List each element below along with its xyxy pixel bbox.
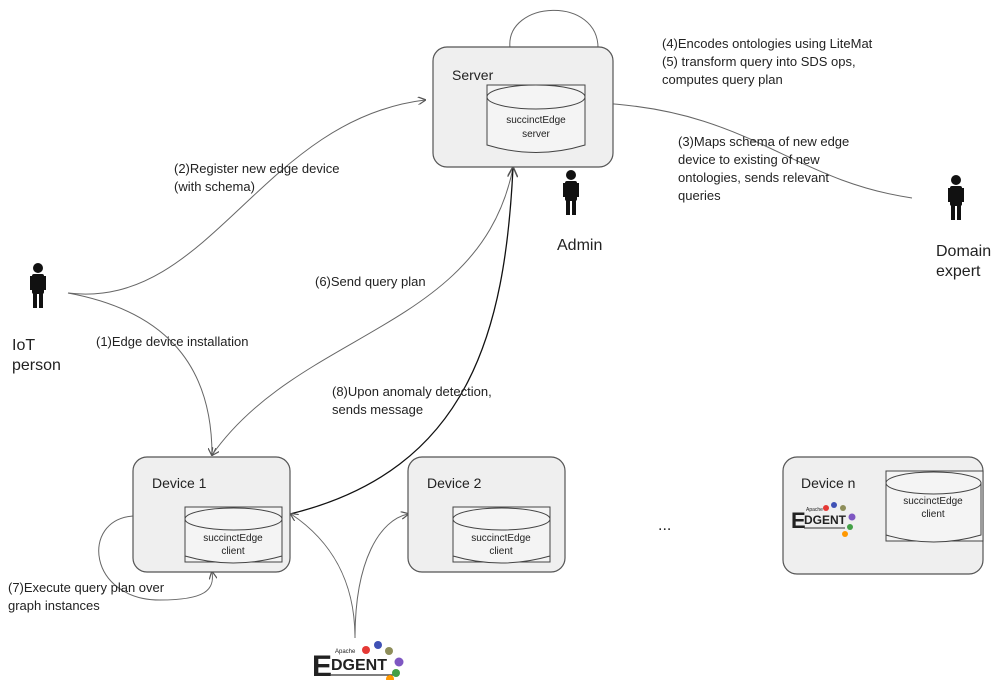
edgent-small-word: DGENT [804,513,847,527]
edge-label-8-line2: sends message [332,402,423,417]
device-n-db-label-2: client [921,509,945,520]
domain-expert-icon [948,175,964,220]
more-devices-ellipsis: ... [658,517,671,534]
server-label: Server [452,67,494,83]
device-1-db-label-1: succinctEdge [203,533,263,544]
edge-register-device [67,100,425,295]
edgent-small-apache: Apache [806,507,823,513]
edge-label-3-line1: (3)Maps schema of new edge [678,134,849,149]
device-n-db-label-1: succinctEdge [903,496,963,507]
server-db-label-2: server [522,129,550,140]
edge-label-2-line2: (with schema) [174,179,255,194]
edge-label-1: (1)Edge device installation [96,334,248,349]
server-node: Server succinctEdge server [432,46,614,168]
edge-label-3-line3: ontologies, sends relevant [678,170,829,185]
device-n-database-icon: succinctEdge client [885,470,984,543]
edge-label-7-line1: (7)Execute query plan over [8,580,165,595]
edge-label-2-line1: (2)Register new edge device [174,161,339,176]
iot-person-label-2: person [12,357,61,374]
edge-execute-query-plan [98,515,213,601]
device-n-node: Device n succinctEdge client E DGENT Apa… [782,456,984,575]
device-1-node: Device 1 succinctEdge client [132,456,291,573]
edge-label-5-line2: computes query plan [662,72,783,87]
edgent-logo-letter: E [312,650,332,680]
edgent-logo-apache: Apache [335,649,356,655]
admin-icon [563,170,579,215]
device-2-database-icon: succinctEdge client [452,506,551,564]
device-2-node: Device 2 succinctEdge client [407,456,566,573]
device-2-db-label-1: succinctEdge [471,533,531,544]
edgent-logo: E DGENT Apache [312,641,404,680]
edgent-small-letter: E [791,508,806,533]
iot-person-icon [30,263,46,308]
edge-label-6: (6)Send query plan [315,274,426,289]
server-db-label-1: succinctEdge [506,115,566,126]
admin-label: Admin [557,237,602,254]
edge-label-5-line1: (5) transform query into SDS ops, [662,54,856,69]
device-1-label: Device 1 [152,475,207,491]
edge-label-3-line4: queries [678,188,721,203]
device-2-db-label-2: client [489,546,513,557]
device-1-db-label-2: client [221,546,245,557]
edge-edgent-device2 [354,514,408,639]
edge-edgent-device1 [291,514,356,639]
domain-expert-label-2: expert [936,263,981,280]
edgent-logo-word: DGENT [331,657,387,674]
edge-label-7-line2: graph instances [8,598,100,613]
edgent-logo-small: E DGENT Apache [791,502,856,537]
edge-send-query-plan [212,167,514,455]
edge-device-installation [67,292,212,455]
edge-label-3-line2: device to existing of new [678,152,820,167]
edge-label-4: (4)Encodes ontologies using LiteMat [662,36,873,51]
edge-domain-expert [598,103,913,199]
device-1-database-icon: succinctEdge client [184,506,283,564]
edge-anomaly-message [289,168,513,515]
edge-label-8-line1: (8)Upon anomaly detection, [332,384,492,399]
device-n-label: Device n [801,475,855,491]
iot-person-label-1: IoT [12,337,35,354]
server-database-icon: succinctEdge server [486,84,586,153]
device-2-label: Device 2 [427,475,482,491]
domain-expert-label-1: Domain [936,243,991,260]
